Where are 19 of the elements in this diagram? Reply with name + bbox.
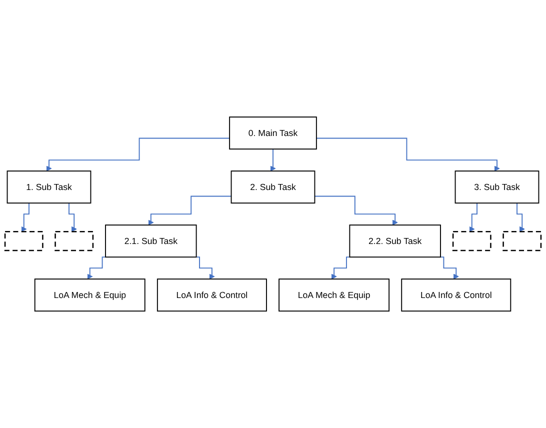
- node-box: 1. Sub Task: [6, 170, 92, 204]
- node-box: LoA Info & Control: [401, 278, 512, 312]
- node-box: LoA Mech & Equip: [278, 278, 390, 312]
- node-box: 2.1. Sub Task: [105, 224, 197, 258]
- node-box: 0. Main Task: [229, 116, 317, 150]
- arrow: [270, 148, 276, 172]
- node-box: [502, 230, 542, 252]
- node-box: LoA Mech & Equip: [34, 278, 146, 312]
- node-box: [452, 230, 492, 252]
- node-box: 2.2. Sub Task: [349, 224, 441, 258]
- node-box: [4, 230, 44, 252]
- node-box: [54, 230, 94, 252]
- arrow: [314, 196, 398, 226]
- node-box: 3. Sub Task: [454, 170, 540, 204]
- node-box: 2. Sub Task: [230, 170, 316, 204]
- node-box: LoA Info & Control: [156, 278, 267, 312]
- arrow: [148, 196, 232, 226]
- arrow: [46, 138, 230, 172]
- arrow: [316, 138, 500, 172]
